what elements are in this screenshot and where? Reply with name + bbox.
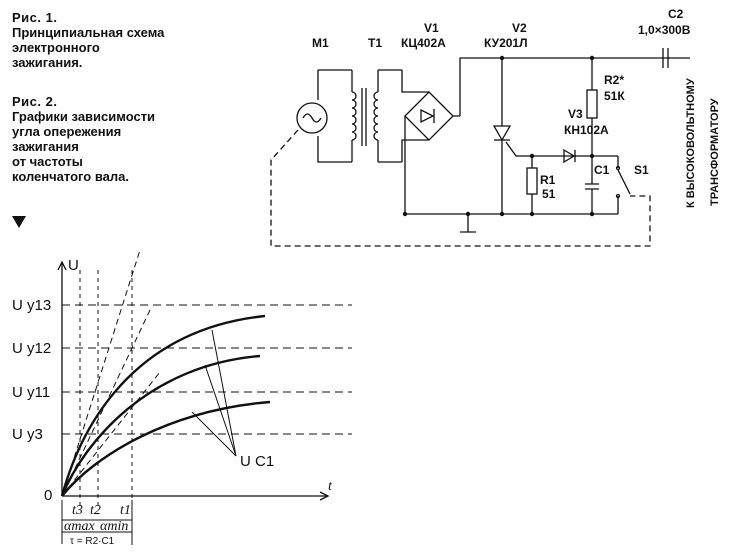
figure-2-title: Рис. 2. [12,94,58,109]
x-axis-label: t [328,479,333,494]
label-c2-val: 1,0×300В [638,23,691,37]
resistor-r2 [586,58,598,156]
label-c1: C1 [594,163,610,177]
graph-axes [57,260,330,501]
label-t1: T1 [368,36,382,50]
thyristor-v2 [492,58,584,214]
label-v1-ref: V1 [424,21,439,35]
charge-curves [60,314,271,497]
mechanical-linkage [270,129,651,247]
level-label-uy13: U y13 [12,297,51,314]
label-output-line1: К ВЫСОКОВОЛЬТНОМУ [685,78,697,208]
tau-bracket [61,500,133,544]
label-tau: τ = R2·C1 [70,536,115,547]
label-c2-ref: C2 [668,7,684,21]
caption-line: угла опережения [12,124,122,139]
down-arrow-icon [12,216,26,228]
positive-rail [459,57,670,116]
label-alpha-max: αmax [64,519,95,534]
label-r1-ref: R1 [540,173,556,187]
figure-2-caption: Рис. 2. Графики зависимости угла опереже… [12,94,217,184]
junction-dots [402,55,595,217]
label-r2-val: 51К [604,89,625,103]
label-v1-part: КЦ402А [401,36,446,50]
caption-line: Принципиальная схема [12,25,165,40]
level-lines [62,304,352,435]
label-alpha-min: αmin [100,519,128,534]
level-label-uy11: U y11 [12,384,50,401]
capacitor-c1 [584,155,618,214]
label-output-line2: ТРАНСФОРМАТОРУ [709,98,721,206]
level-label-uy3: U y3 [12,426,43,443]
caption-line: электронного [12,40,100,55]
resistor-r1 [526,156,538,214]
label-v2-part: КУ201Л [484,36,528,50]
caption-line: коленчатого вала. [12,169,129,184]
label-r2-ref: R2* [604,73,624,87]
label-s1: S1 [634,163,649,177]
caption-line: зажигания [12,139,79,154]
caption-line: от частоты [12,154,83,169]
tick-label-t2: t2 [90,503,101,518]
caption-line: Графики зависимости [12,109,156,124]
tick-label-t3: t3 [72,503,83,518]
time-markers [79,270,133,545]
curve-label-uc1: U C1 [240,453,274,470]
curve-pointer-lines [191,329,237,457]
diode-v3 [563,148,576,164]
ground-symbol [460,214,476,233]
level-label-uy12: U y12 [12,340,51,357]
caption-line: зажигания. [12,55,83,70]
tick-label-t1: t1 [120,503,131,518]
label-v2-ref: V2 [512,21,527,35]
tangent-lines [61,249,161,497]
label-v3-part: КН102А [564,123,609,137]
bridge-rectifier-v1 [401,70,460,214]
origin-label: 0 [44,487,52,504]
transformer-t1 [351,69,402,163]
figure-1-title: Рис. 1. [12,10,58,25]
capacitor-c2 [662,48,690,68]
y-axis-label: U [68,257,79,274]
switch-s1 [615,156,631,214]
label-m1: M1 [312,36,329,50]
label-r1-val: 51 [542,187,556,201]
label-v3-ref: V3 [568,107,583,121]
figure-1-caption: Рис. 1. Принципиальная схема электронног… [12,10,212,70]
generator-m1 [296,69,352,163]
